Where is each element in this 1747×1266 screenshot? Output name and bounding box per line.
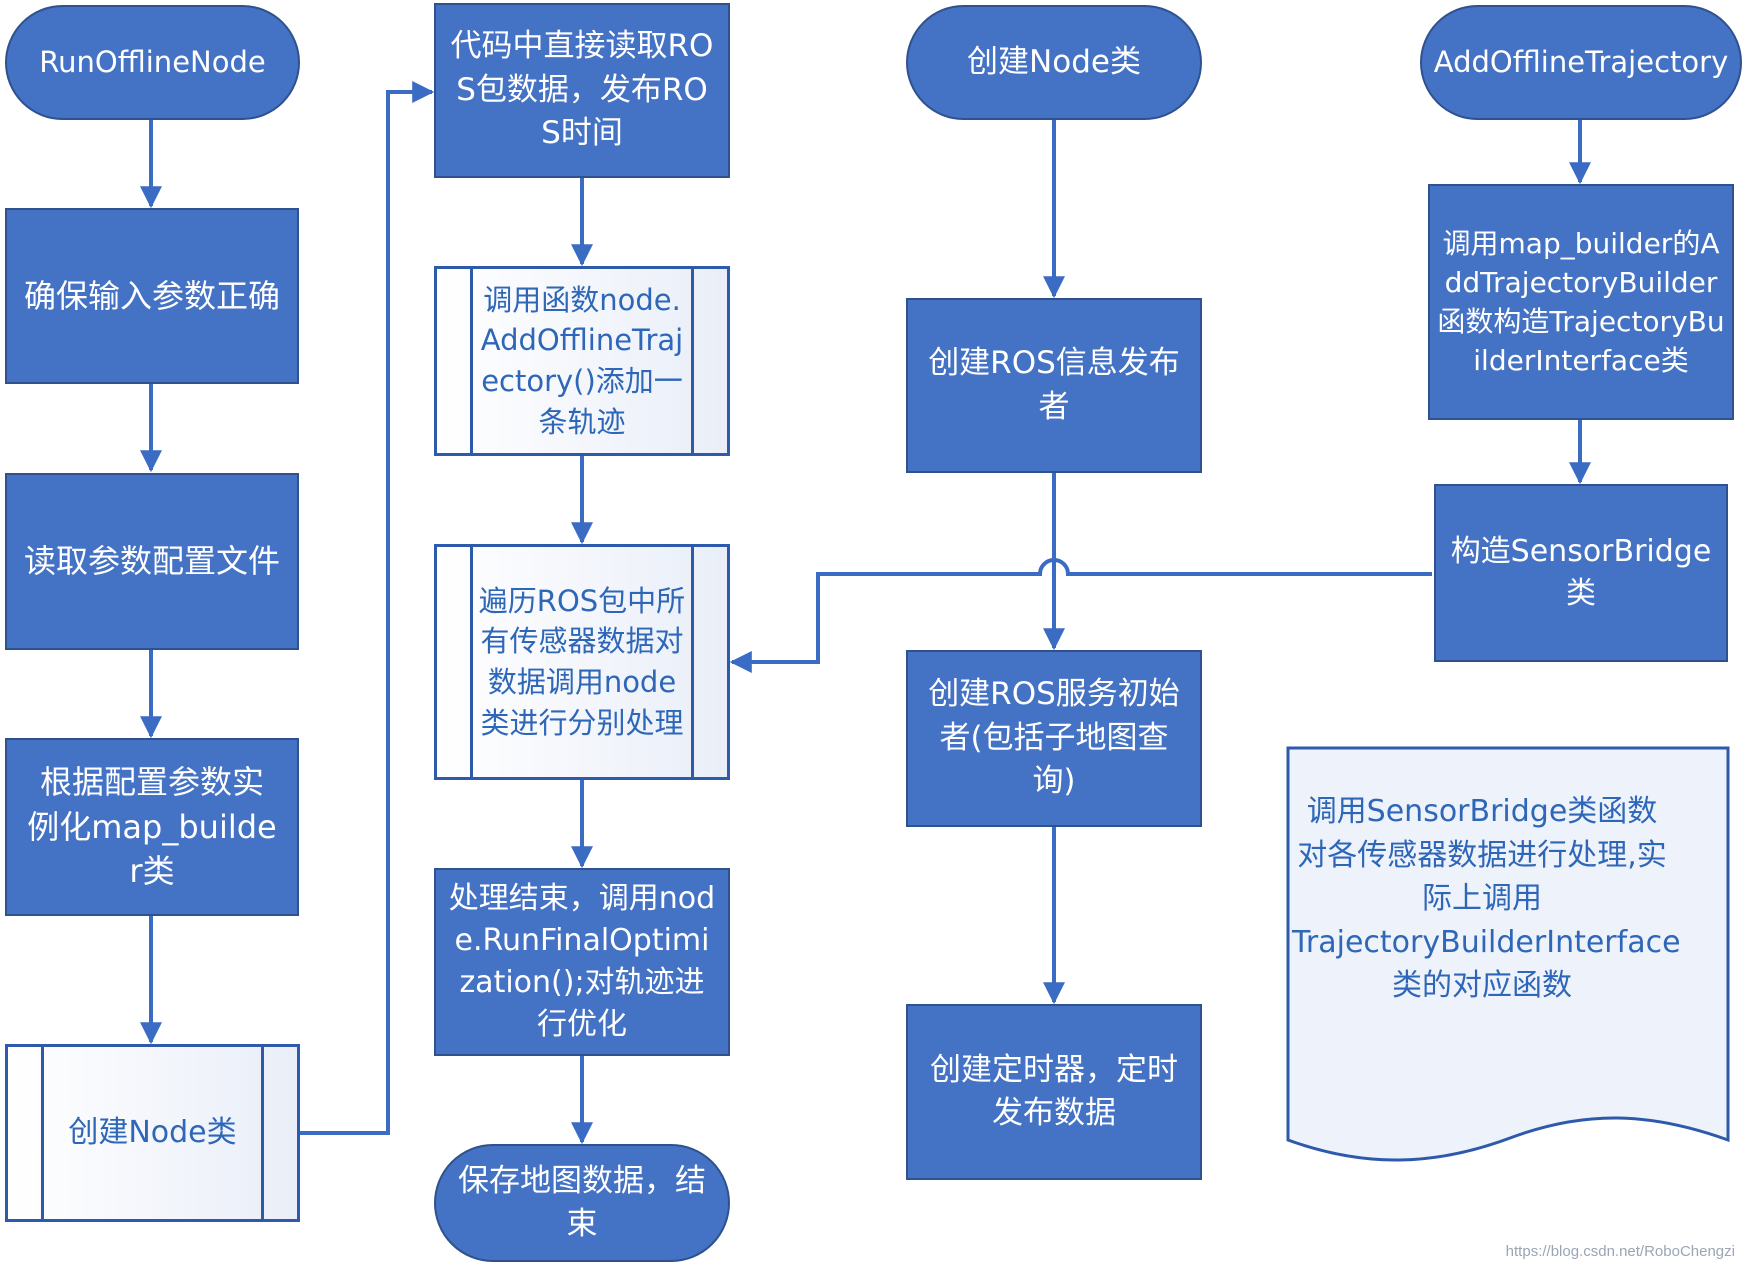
- call-map-builder-step: 调用map_builder的AddTrajectoryBuilder函数构造Tr…: [1428, 184, 1734, 420]
- ensure-params-step: 确保输入参数正确: [5, 208, 299, 384]
- create-node-top-label: 创建Node类: [967, 43, 1141, 80]
- ros-service-label: 创建ROS服务初始者(包括子地图查询): [928, 676, 1180, 800]
- sensor-bridge-label: 构造SensorBridge类: [1450, 534, 1712, 611]
- sensor-bridge-note-label: 调用SensorBridge类函数对各传感器数据进行处理,实际上调用Trajec…: [1292, 794, 1681, 1003]
- create-node-start-top: 创建Node类: [906, 5, 1202, 120]
- timer-label: 创建定时器，定时发布数据: [930, 1051, 1178, 1131]
- watermark: https://blog.csdn.net/RoboChengzi: [1505, 1243, 1735, 1260]
- traverse-sensors-subprocess: 遍历ROS包中所有传感器数据对数据调用node类进行分别处理: [434, 544, 730, 780]
- note-shape: [1286, 746, 1730, 1162]
- read-config-label: 读取参数配置文件: [23, 542, 280, 581]
- read-config-step: 读取参数配置文件: [5, 473, 299, 650]
- add-offline-trajectory-start: AddOfflineTrajectory: [1420, 5, 1742, 120]
- run-offline-node-start: RunOfflineNode: [5, 5, 300, 120]
- timer-step: 创建定时器，定时发布数据: [906, 1004, 1202, 1180]
- finish-optimize-step: 处理结束，调用node.RunFinalOptimization();对轨迹进行…: [434, 868, 730, 1056]
- sensor-bridge-note: 调用SensorBridge类函数对各传感器数据进行处理,实际上调用Trajec…: [1292, 790, 1681, 1008]
- ros-service-step: 创建ROS服务初始者(包括子地图查询): [906, 650, 1202, 827]
- ensure-params-label: 确保输入参数正确: [23, 276, 280, 315]
- call-map-builder-label: 调用map_builder的AddTrajectoryBuilder函数构造Tr…: [1437, 226, 1725, 378]
- ros-publisher-label: 创建ROS信息发布者: [928, 345, 1180, 425]
- traverse-sensors-label: 遍历ROS包中所有传感器数据对数据调用node类进行分别处理: [478, 583, 686, 740]
- create-node-left-label: 创建Node类: [68, 1115, 237, 1150]
- read-ros-bag-step: 代码中直接读取ROS包数据，发布ROS时间: [434, 3, 730, 178]
- read-ros-bag-label: 代码中直接读取ROS包数据，发布ROS时间: [450, 28, 714, 152]
- call-add-offline-subprocess: 调用函数node.AddOfflineTrajectory()添加一条轨迹: [434, 266, 730, 456]
- call-add-offline-label: 调用函数node.AddOfflineTrajectory()添加一条轨迹: [480, 282, 684, 439]
- save-map-label: 保存地图数据，结束: [458, 1162, 706, 1242]
- add-offline-trajectory-label: AddOfflineTrajectory: [1433, 45, 1729, 80]
- instantiate-map-builder-step: 根据配置参数实例化map_builder类: [5, 738, 299, 916]
- arrow-sensorbridge-to-traverse: [729, 558, 1432, 673]
- instantiate-map-builder-label: 根据配置参数实例化map_builder类: [27, 762, 277, 891]
- finish-optimize-label: 处理结束，调用node.RunFinalOptimization();对轨迹进行…: [448, 881, 716, 1042]
- save-map-end: 保存地图数据，结束: [434, 1144, 730, 1262]
- ros-publisher-step: 创建ROS信息发布者: [906, 298, 1202, 473]
- sensor-bridge-step: 构造SensorBridge类: [1434, 484, 1728, 662]
- create-node-subprocess-left: 创建Node类: [5, 1044, 300, 1222]
- run-offline-node-label: RunOfflineNode: [39, 45, 266, 80]
- arrow-node-to-readbag: [300, 81, 435, 1135]
